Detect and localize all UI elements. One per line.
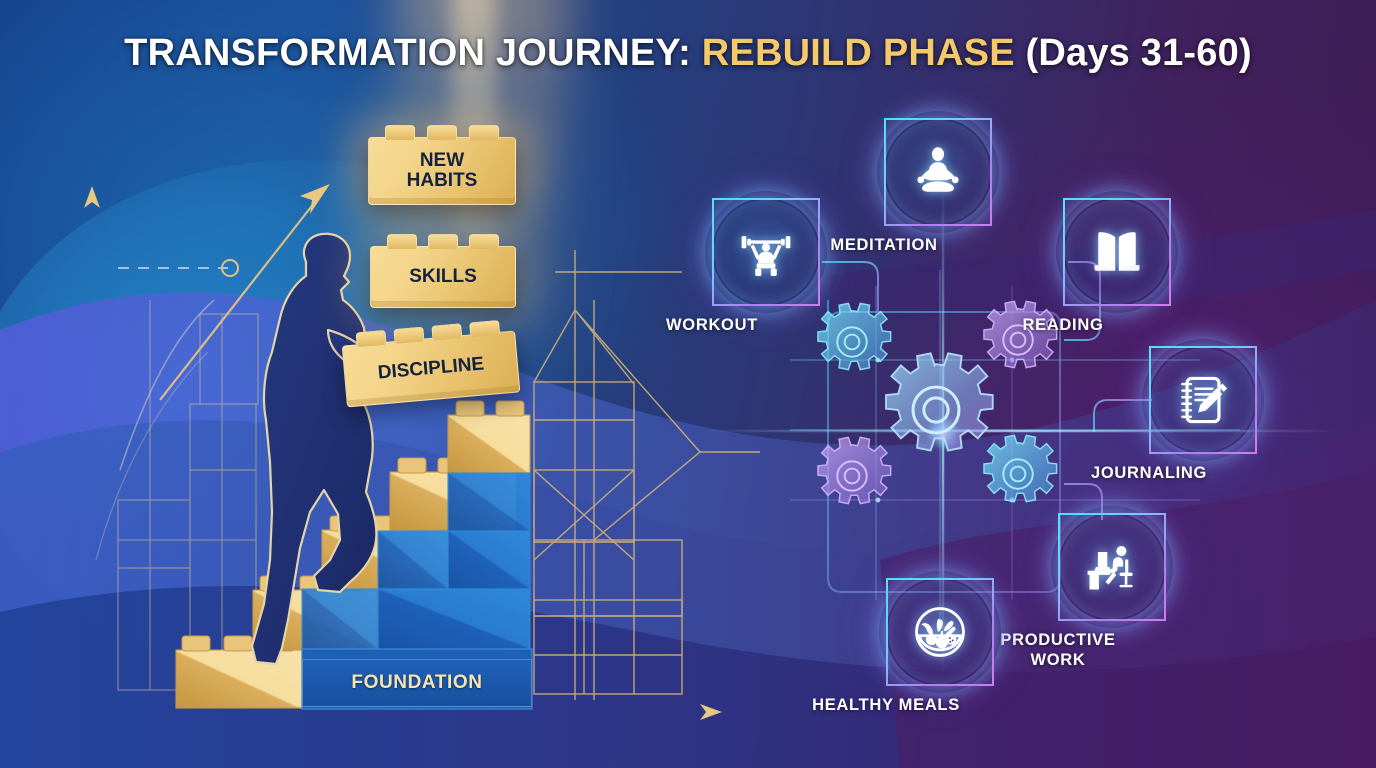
- foundation-label: FOUNDATION: [302, 659, 532, 707]
- habit-ring: [886, 578, 994, 686]
- habit-ring: [1058, 513, 1166, 621]
- block-label: SKILLS: [409, 266, 477, 288]
- block-staircase: [175, 400, 533, 710]
- open-book-icon: [1063, 198, 1171, 306]
- habit-label: WORKOUT: [666, 316, 758, 334]
- person-at-desk-icon: [1058, 513, 1166, 621]
- gear-top-left: [817, 302, 892, 371]
- habit-label: READING: [1022, 316, 1104, 334]
- habit-ring: [1063, 198, 1171, 306]
- habit-label: HEALTHY MEALS: [812, 696, 960, 714]
- notebook-pencil-icon: [1149, 346, 1257, 454]
- gear-cluster: [790, 280, 1090, 580]
- habit-ring: [712, 198, 820, 306]
- gear-center: [885, 352, 994, 452]
- habit-label: JOURNALING: [1090, 464, 1208, 482]
- scaffold-wireframe: [533, 250, 760, 700]
- habit-label: PRODUCTIVE WORK: [1000, 631, 1116, 669]
- gear-bottom-right: [983, 434, 1058, 503]
- block-label: DISCIPLINE: [376, 353, 485, 384]
- weightlifter-icon: [712, 198, 820, 306]
- chart-axes: [68, 186, 722, 720]
- gear-bottom-left: [817, 436, 892, 505]
- block-studs: [379, 125, 505, 140]
- vegetable-bowl-icon: [886, 578, 994, 686]
- gear-top-right: [983, 300, 1058, 369]
- lotus-meditation-icon: [884, 118, 992, 226]
- right-illustration: WORKOUT MEDITATION: [640, 0, 1376, 768]
- gears-svg: [817, 300, 1058, 505]
- block-skills: SKILLS: [370, 234, 516, 308]
- wireframe-grid-left: [117, 300, 259, 691]
- trend-arrow: [95, 184, 330, 561]
- habit-label: MEDITATION: [830, 236, 938, 254]
- block-studs: [381, 234, 505, 249]
